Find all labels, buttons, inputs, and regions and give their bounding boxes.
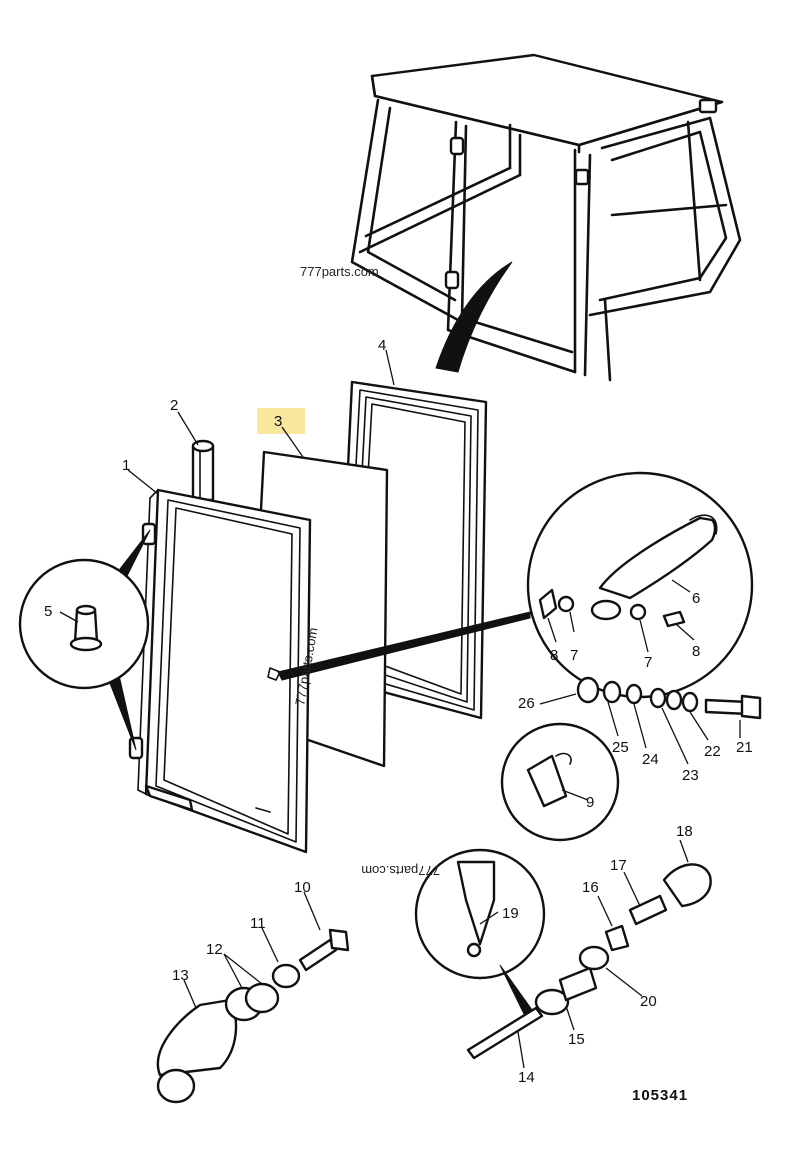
callout-21: 21	[736, 739, 753, 756]
callout-1: 1	[122, 457, 130, 474]
callout-6: 6	[692, 590, 700, 607]
detail-circle-pin	[414, 848, 546, 1015]
latch-rod	[277, 611, 531, 681]
callout-19: 19	[502, 905, 519, 922]
callout-20: 20	[640, 993, 657, 1010]
callout-24: 24	[642, 751, 659, 768]
hardware-row	[576, 676, 762, 720]
callout-12: 12	[206, 941, 223, 958]
callout-4: 4	[378, 337, 386, 354]
door-frame-part-1	[128, 488, 312, 854]
callout-numbers: 1 2 3 4 5 6 7 7 8 8 9 10 11 12 13 14 15 …	[44, 337, 753, 1086]
drawing-number: 105341	[632, 1087, 688, 1104]
detail-circle-clip	[500, 722, 620, 842]
callout-13: 13	[172, 967, 189, 984]
highlight-box-part-3	[257, 408, 305, 434]
callout-3: 3	[274, 413, 282, 430]
watermark-bottom: 777parts.com	[361, 863, 440, 878]
callout-16: 16	[582, 879, 599, 896]
watermark-top: 777parts.com	[300, 264, 379, 279]
callout-23: 23	[682, 767, 699, 784]
callout-18: 18	[676, 823, 693, 840]
callout-5: 5	[44, 603, 52, 620]
callout-10: 10	[294, 879, 311, 896]
callout-7b: 7	[644, 654, 652, 671]
callout-14: 14	[518, 1069, 535, 1086]
callout-11: 11	[250, 915, 266, 932]
callout-25: 25	[612, 739, 629, 756]
callout-7a: 7	[570, 647, 578, 664]
callout-22: 22	[704, 743, 721, 760]
detail-circle-handle	[526, 471, 754, 699]
callout-15: 15	[568, 1031, 585, 1048]
callout-2: 2	[170, 397, 178, 414]
callout-17: 17	[610, 857, 627, 874]
buffer-assembly	[156, 928, 350, 1104]
callout-8a: 8	[550, 647, 558, 664]
callout-26: 26	[518, 695, 535, 712]
cab-illustration	[350, 53, 742, 382]
stud-assembly	[466, 863, 712, 1060]
callout-9: 9	[586, 794, 594, 811]
detail-circle-bushing	[18, 529, 151, 751]
leader-lines	[59, 349, 741, 1069]
callout-8b: 8	[692, 643, 700, 660]
